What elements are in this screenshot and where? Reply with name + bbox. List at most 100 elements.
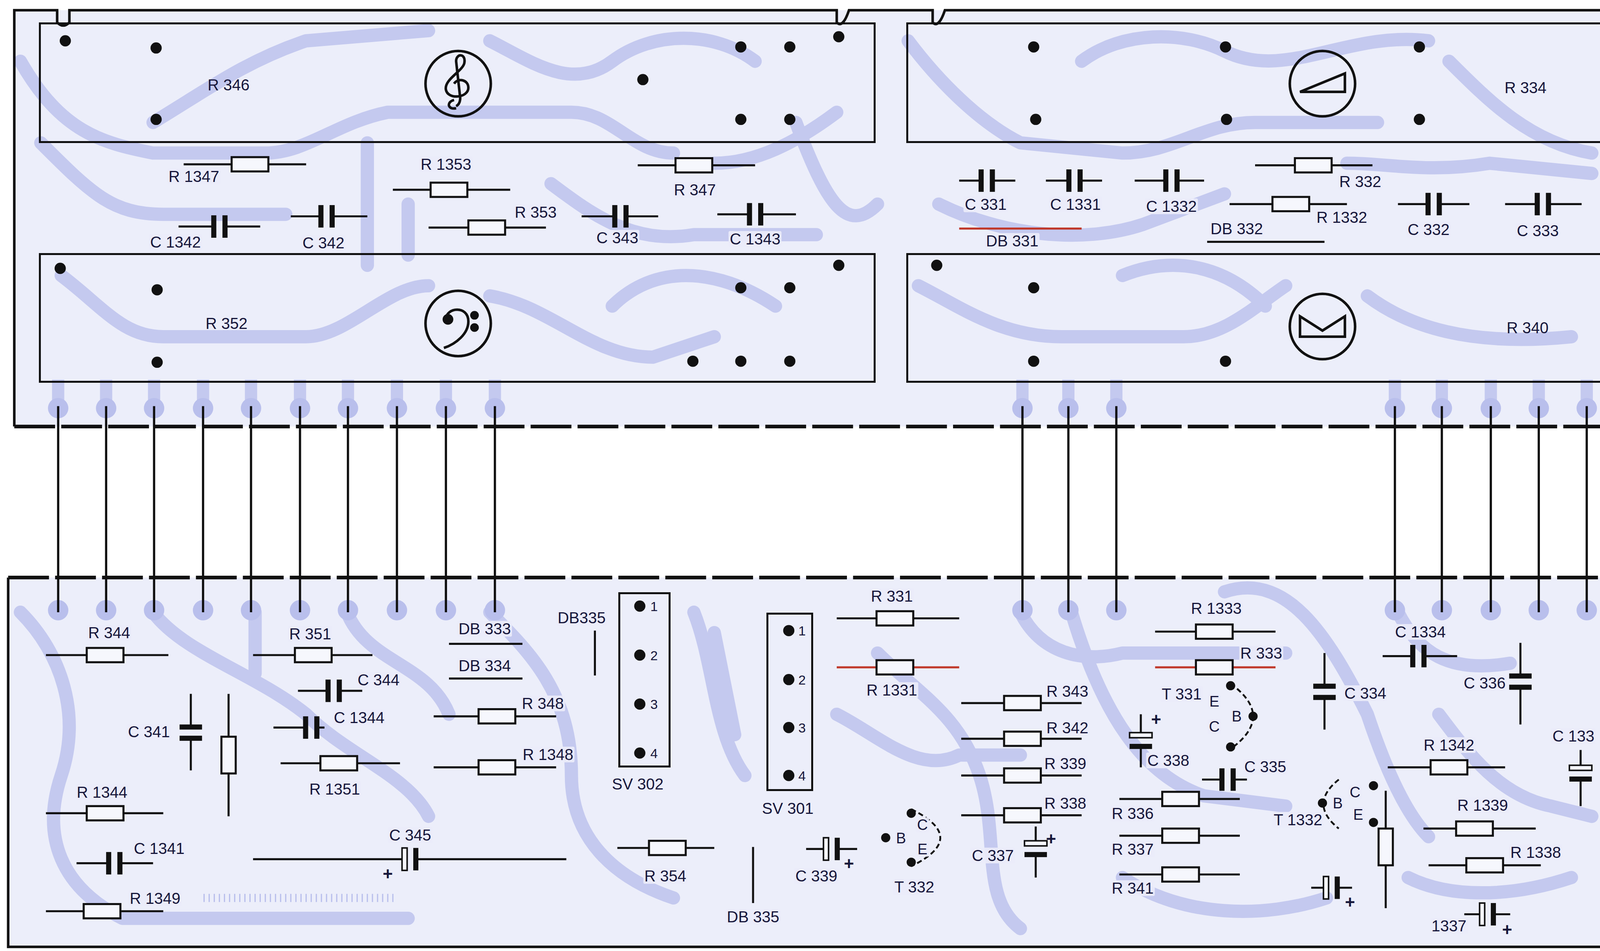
symbol-ring: [1289, 51, 1355, 117]
transistor-pad: [1317, 798, 1327, 808]
solder-pad: [634, 747, 646, 759]
capacitor-lead: [1337, 886, 1352, 889]
symbol-dot: [443, 315, 453, 324]
jumper-wire: [152, 405, 156, 613]
copper-trace: [1071, 612, 1286, 806]
jumper-wire: [56, 405, 60, 613]
symbol-ring: [1289, 293, 1355, 360]
capacitor-symbol: [1410, 644, 1416, 668]
connector-label: SV 301: [762, 800, 814, 816]
copper-trace: [61, 275, 429, 337]
resistor-label: R 1344: [75, 784, 129, 800]
upper-board-edge: [14, 10, 1600, 427]
capacitor-label: C 342: [301, 234, 346, 251]
transistor-pad: [1226, 680, 1236, 690]
capacitor-symbol: [823, 837, 829, 860]
transistor-pad: [1369, 817, 1379, 827]
resistor-label: R 343: [1045, 683, 1090, 699]
potentiometer-board: R 352: [38, 252, 876, 383]
scale-tick: [264, 893, 266, 902]
capacitor-symbol: [989, 169, 996, 192]
capacitor-label: C 335: [1243, 758, 1288, 775]
capacitor-symbol: [758, 203, 764, 226]
resistor-label: R 1347: [167, 168, 221, 185]
scale-tick: [254, 893, 256, 902]
balance-symbol: [1289, 293, 1355, 360]
capacitor-symbol: [1509, 684, 1532, 690]
solder-pad: [687, 355, 699, 367]
polarity-mark: +: [1149, 710, 1163, 728]
capacitor-symbol: [623, 205, 629, 228]
lower-board-top: [8, 575, 1600, 580]
capacitor-lead: [273, 726, 306, 729]
component-label: R 340: [1506, 319, 1549, 336]
scale-tick: [218, 893, 220, 902]
capacitor-lead: [76, 861, 109, 864]
jumper-line: [449, 642, 523, 645]
pin-label: B: [1230, 708, 1243, 724]
capacitor-lead: [189, 738, 192, 770]
capacitor-symbol: [1077, 169, 1083, 192]
solder-pad: [151, 356, 164, 369]
solder-pad: [637, 73, 649, 86]
resistor-label: R 347: [672, 181, 718, 198]
capacitor-label: C 339: [794, 867, 839, 884]
capacitor-symbol: [1024, 840, 1047, 846]
capacitor-label: C 1331: [1048, 196, 1102, 213]
resistor-symbol: [1195, 624, 1233, 639]
resistor-label: R 331: [869, 588, 915, 604]
jumper-label: DB 333: [457, 620, 512, 637]
resistor-label: R 344: [87, 624, 132, 641]
jumper-wire: [1115, 405, 1118, 613]
jumper-wire: [1537, 405, 1540, 613]
scale-tick: [356, 893, 358, 902]
scale-tick: [213, 893, 215, 902]
pin-label: C: [915, 817, 929, 833]
transistor-label: T 331: [1160, 685, 1203, 702]
capacitor-label: C 133: [1551, 727, 1596, 744]
jumper-wire: [346, 405, 350, 613]
scale-tick: [346, 893, 348, 902]
copper-trace: [1122, 265, 1266, 307]
capacitor-lead: [332, 215, 368, 218]
capacitor-lead: [626, 215, 659, 218]
resistor-symbol: [86, 647, 124, 662]
solder-pad: [783, 673, 795, 686]
capacitor-lead: [1439, 203, 1470, 206]
solder-pad: [1219, 41, 1232, 53]
scale-tick: [285, 893, 287, 902]
polarity-mark: +: [1044, 830, 1058, 848]
capacitor-symbol: [325, 679, 331, 702]
scale-tick: [208, 893, 210, 902]
resistor-label: R 1331: [865, 681, 919, 698]
treble-clef-symbol: [425, 51, 491, 117]
solder-pad: [634, 600, 646, 612]
capacitor-symbol: [329, 205, 335, 228]
capacitor-lead: [1424, 654, 1458, 657]
pin-label: B: [894, 830, 908, 846]
copper-trace: [489, 612, 674, 898]
capacitor-symbol: [336, 679, 342, 702]
bass-clef-symbol: [425, 290, 491, 356]
resistor-symbol: [468, 220, 506, 235]
copper-trace: [367, 142, 409, 266]
capacitor-lead: [1504, 203, 1537, 206]
capacitor-label: C 337: [970, 847, 1016, 864]
copper-trace: [612, 275, 776, 307]
solder-pad: [784, 282, 796, 294]
capacitor-lead: [416, 857, 567, 860]
resistor-symbol: [1430, 759, 1468, 774]
capacitor-lead: [1139, 746, 1142, 768]
capacitor-lead: [806, 847, 826, 850]
scale-tick: [290, 893, 292, 902]
capacitor-lead: [1177, 179, 1205, 182]
copper-trace: [1347, 163, 1592, 174]
resistor-symbol: [1162, 866, 1200, 882]
jumper-line: [449, 677, 523, 680]
resistor-label: R 353: [513, 204, 558, 220]
board-wires: [47, 379, 1597, 621]
scale-tick: [239, 893, 241, 902]
component-label: R 334: [1504, 79, 1547, 96]
capacitor-symbol: [1534, 192, 1540, 216]
board-outlines: [8, 10, 1600, 947]
